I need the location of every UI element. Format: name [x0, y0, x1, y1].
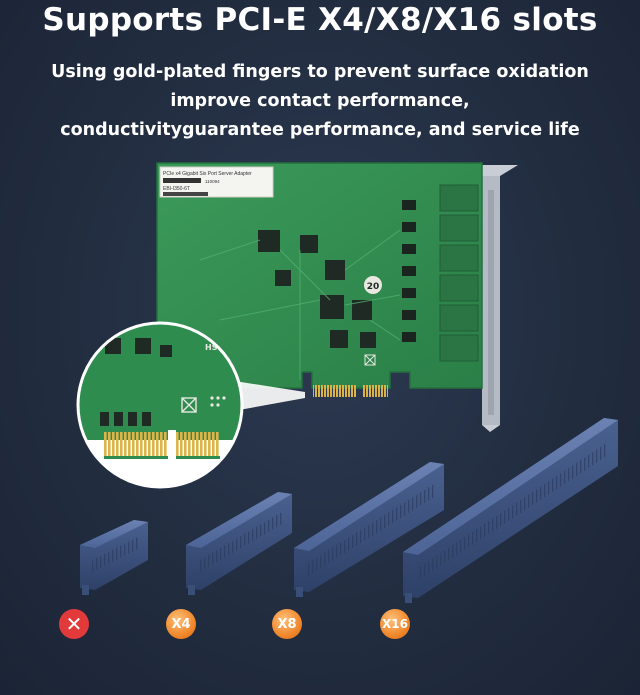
slot-x1 — [80, 520, 148, 595]
chip-mark: 20 — [367, 282, 380, 292]
description-line-2: improve contact performance, — [170, 91, 470, 111]
card-label-title: PCIe x4 Gigabit Six Port Server Adapter — [163, 171, 252, 177]
gold-finger-zoom: HS — [76, 321, 244, 489]
network-card-pcb: PCIe x4 Gigabit Six Port Server Adapter … — [156, 162, 483, 397]
slot-x16 — [403, 418, 618, 603]
card-label-model: EBI-I350-6T — [163, 186, 190, 192]
unsupported-x1-badge: ✕ — [59, 609, 89, 639]
metal-bracket — [478, 165, 518, 432]
zoom-mark: HS — [205, 343, 218, 352]
description-line-3: conductivityguarantee performance, and s… — [60, 120, 580, 140]
headline: Supports PCI-E X4/X8/X16 slots — [42, 2, 598, 38]
x16-badge: X16 — [380, 609, 410, 639]
x8-badge: X8 — [272, 609, 302, 639]
slot-x4 — [186, 492, 292, 595]
description-line-1: Using gold-plated fingers to prevent sur… — [51, 62, 589, 82]
x4-badge: X4 — [166, 609, 196, 639]
card-label-code: 110094 — [205, 179, 220, 184]
slot-x8 — [294, 462, 444, 597]
